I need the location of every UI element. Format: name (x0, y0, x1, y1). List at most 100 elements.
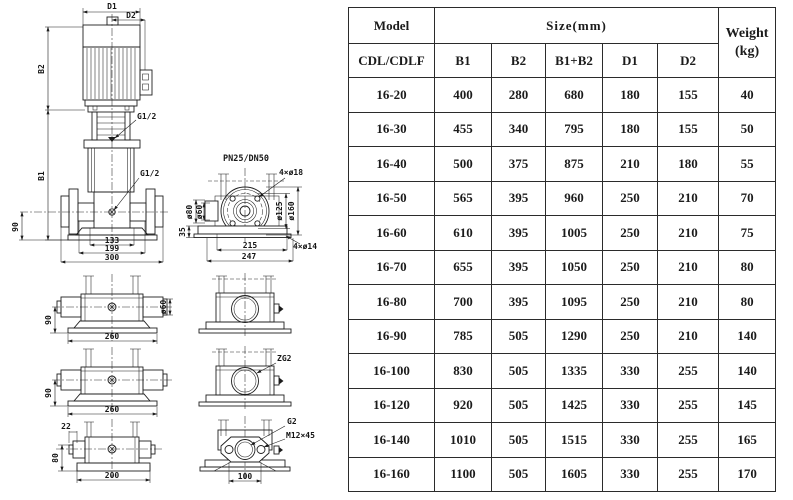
table-row: 16-20 400 280 680 180 155 40 (348, 77, 777, 113)
table-row: 16-50 565 395 960 250 210 70 (348, 180, 777, 216)
cell-b2: 375 (491, 146, 546, 182)
cell-b1b2: 1425 (545, 387, 603, 423)
motor-fan-cover (82, 24, 141, 48)
dimension-table: Model Size(mm) Weight (kg) CDL/CDLF B1 B… (348, 7, 777, 492)
side-view-a: 90 260 ø60 (44, 274, 173, 344)
end-view-f: G2 M12×45 100 (199, 416, 315, 484)
cell-b1: 655 (434, 249, 492, 285)
bolt-hole (229, 195, 236, 202)
dim-label-dia160: ø160 (287, 201, 296, 220)
cell-d1: 250 (602, 215, 658, 251)
cell-b1: 1100 (434, 456, 492, 492)
cell-b1: 565 (434, 180, 492, 216)
header-col-b1b2: B1+B2 (545, 43, 603, 78)
stage-stack (87, 147, 135, 193)
dim-label-247: 247 (242, 252, 257, 261)
cell-b1b2: 1515 (545, 422, 603, 458)
cell-model: 16-60 (348, 215, 435, 251)
discharge-counter-flange (154, 195, 164, 228)
discharge-flange (145, 188, 156, 235)
cell-d1: 210 (602, 146, 658, 182)
cell-d2: 210 (656, 249, 720, 285)
bolt-callout-top: 4×ø18 (279, 168, 303, 177)
base-plate (67, 234, 158, 241)
dim-label-90a: 90 (44, 315, 53, 325)
motor-terminal-box (139, 69, 153, 96)
header-size: Size(mm) (433, 7, 720, 44)
bolt-label-m12: M12×45 (286, 431, 315, 440)
dim-label-b2: B2 (37, 64, 46, 74)
cell-weight: 145 (718, 387, 777, 423)
cell-b1b2: 795 (545, 111, 603, 147)
cell-b2: 395 (491, 180, 546, 216)
cell-d2: 210 (656, 284, 720, 320)
coupling-guard-left (91, 111, 98, 141)
cell-model: 16-160 (348, 456, 435, 492)
cell-model: 16-120 (348, 387, 435, 423)
thread-label-g2: G2 (287, 417, 297, 426)
flange-bolt-hole (224, 445, 234, 454)
dim-label-215: 215 (243, 241, 258, 250)
cell-b1: 1010 (434, 422, 492, 458)
cell-model: 16-50 (348, 180, 435, 216)
cell-d2: 210 (656, 215, 720, 251)
fill-port (108, 137, 116, 142)
dim-label-199: 199 (105, 244, 120, 253)
cell-b2: 395 (491, 284, 546, 320)
cell-model: 16-70 (348, 249, 435, 285)
cell-b1: 830 (434, 353, 492, 389)
suction-flange (68, 188, 79, 235)
cell-weight: 40 (718, 77, 777, 113)
dim-label-100: 100 (238, 472, 253, 481)
cell-b1: 500 (434, 146, 492, 182)
cell-b1: 400 (434, 77, 492, 113)
cell-b1b2: 1290 (545, 318, 603, 354)
cell-d2: 155 (656, 77, 720, 113)
dim-label-dia125: ø125 (275, 201, 284, 220)
suction-counter-flange (60, 195, 70, 228)
bolt-callout-bottom: 4×ø14 (293, 242, 317, 251)
motor-fins (86, 48, 136, 99)
cell-d2: 255 (656, 422, 720, 458)
side-port-stub (204, 200, 219, 222)
thread-label-zg2: ZG2 (277, 354, 292, 363)
header-weight: Weight (kg) (718, 7, 777, 78)
cell-model: 16-140 (348, 422, 435, 458)
bolt-hole (254, 195, 261, 202)
cell-b2: 395 (491, 215, 546, 251)
cell-b1b2: 1095 (545, 284, 603, 320)
table-row: 16-90 785 505 1290 250 210 140 (348, 318, 777, 354)
dim-label-dia80: ø80 (185, 205, 194, 220)
dim-label-133: 133 (105, 236, 120, 245)
cell-weight: 170 (718, 456, 777, 492)
cell-weight: 80 (718, 249, 777, 285)
cell-b1b2: 1335 (545, 353, 603, 389)
dim-label-d1: D1 (107, 2, 117, 11)
motor-lifting-lug (106, 16, 119, 26)
cell-weight: 165 (718, 422, 777, 458)
cell-d1: 180 (602, 111, 658, 147)
header-col-d2: D2 (656, 43, 720, 78)
bolt-hole (229, 220, 236, 227)
cell-b1: 455 (434, 111, 492, 147)
table-row: 16-120 920 505 1425 330 255 145 (348, 387, 777, 423)
flange-title: PN25/DN50 (223, 154, 269, 164)
dim-label-90: 90 (11, 222, 20, 232)
table-header-row-1: Model Size(mm) Weight (kg) (348, 7, 777, 78)
cell-weight: 80 (718, 284, 777, 320)
dim-label-260b: 260 (105, 405, 120, 414)
cell-weight: 50 (718, 111, 777, 147)
flange-view-base-lip (193, 233, 292, 238)
cell-weight: 140 (718, 318, 777, 354)
cell-b2: 395 (491, 249, 546, 285)
cell-b2: 505 (491, 318, 546, 354)
cell-d2: 255 (656, 456, 720, 492)
cell-b1b2: 875 (545, 146, 603, 182)
cell-model: 16-80 (348, 284, 435, 320)
cell-d2: 210 (656, 318, 720, 354)
side-view-c: 22 80 200 (51, 419, 164, 483)
table-row: 16-40 500 375 875 210 180 55 (348, 146, 777, 182)
cell-model: 16-20 (348, 77, 435, 113)
table-row: 16-80 700 395 1095 250 210 80 (348, 284, 777, 320)
